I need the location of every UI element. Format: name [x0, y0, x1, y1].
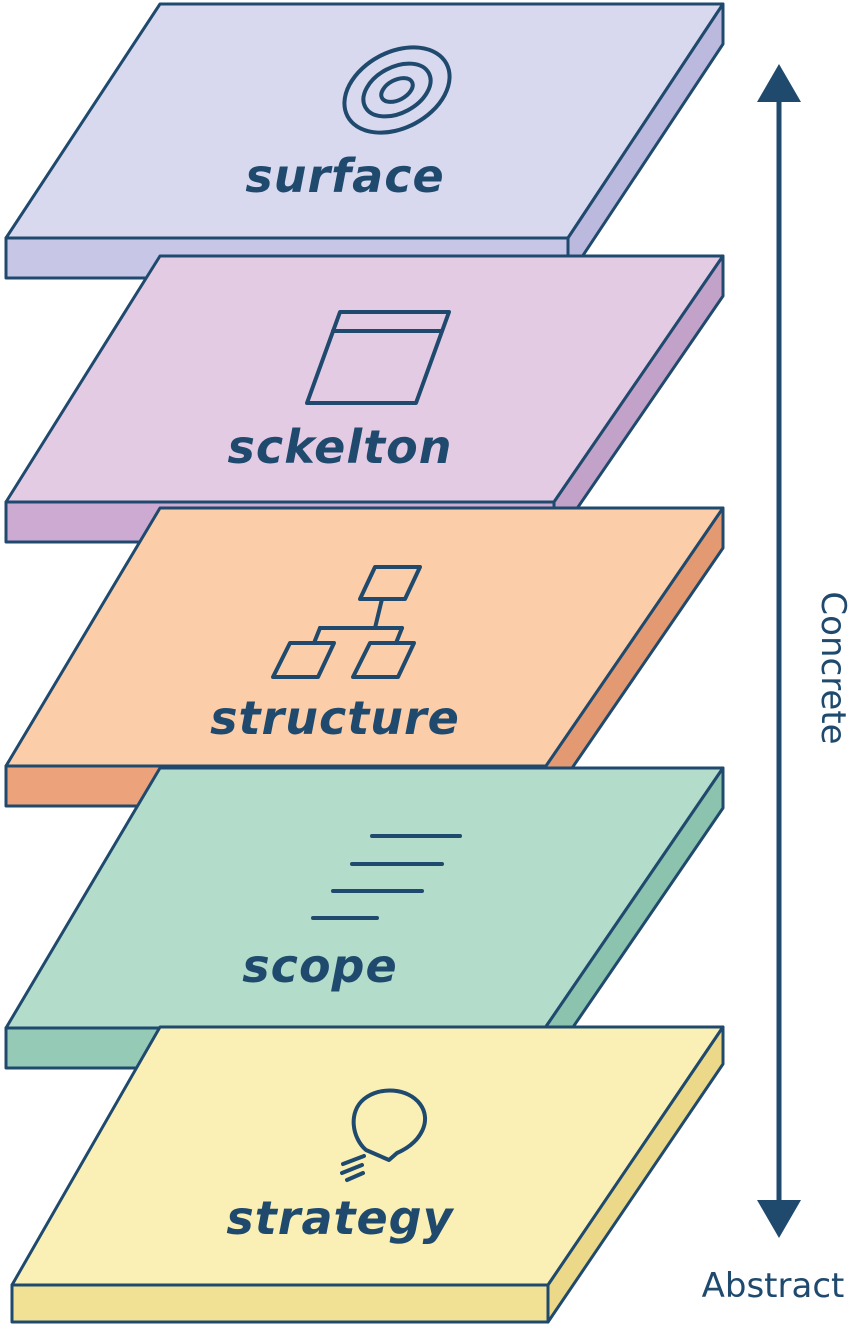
layer-label: surface	[245, 149, 444, 203]
layer-scope: scope	[4, 766, 725, 1070]
hierarchy-icon	[271, 565, 422, 679]
layer-strategy: strategy	[10, 1025, 725, 1324]
abstract-label: Abstract	[702, 1266, 845, 1306]
layer-label: sckelton	[228, 420, 453, 474]
layer-sckelton: sckelton	[4, 254, 725, 544]
layer-side-face	[546, 1025, 725, 1324]
axis-arrow	[757, 64, 801, 1238]
layer-structure: structure	[4, 506, 725, 808]
layer-label: strategy	[226, 1191, 454, 1245]
wireframe-icon	[305, 310, 451, 405]
lightbulb-icon	[340, 1088, 427, 1182]
layer-label: structure	[210, 691, 460, 745]
arrow-down-icon	[757, 1200, 801, 1238]
target-icon	[342, 45, 452, 135]
layer-surface: surface	[4, 2, 725, 280]
layer-label: scope	[242, 939, 397, 993]
layer-front-face	[10, 1283, 550, 1324]
lines-icon	[311, 834, 462, 920]
concrete-label: Concrete	[813, 591, 853, 744]
arrow-up-icon	[757, 64, 801, 102]
